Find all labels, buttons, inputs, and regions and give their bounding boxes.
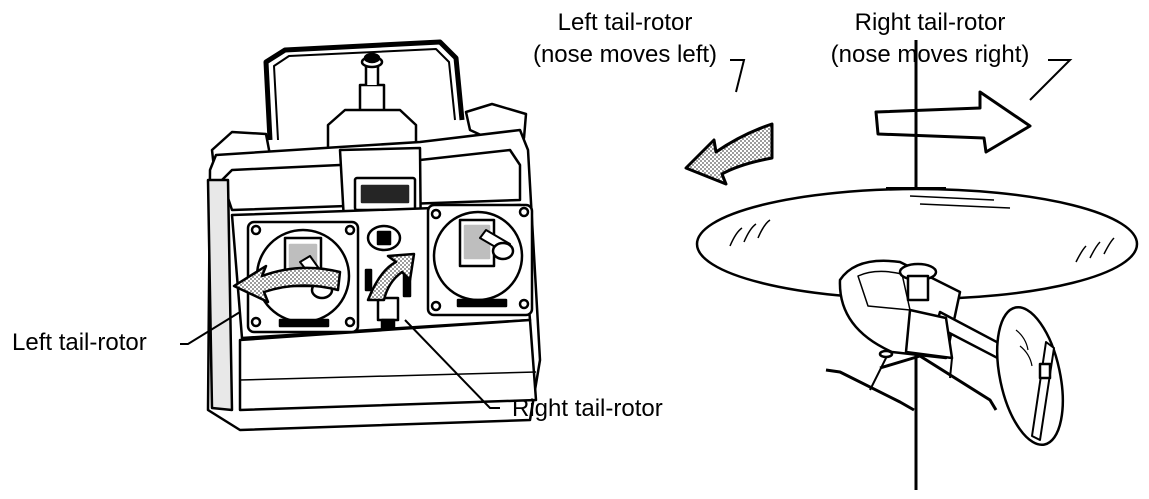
leader-left-top <box>730 59 746 93</box>
label-left-bottom: Left tail-rotor <box>12 329 147 356</box>
helicopter-illustration <box>695 40 1139 490</box>
label-right-bottom: Right tail-rotor <box>512 395 663 422</box>
arrow-right-large-icon <box>874 90 1032 154</box>
leader-right-top <box>1029 59 1073 101</box>
leader-left-bottom <box>180 311 241 345</box>
label-left-top-line1: Left tail-rotor <box>557 9 693 36</box>
label-right-top-line2: (nose moves right) <box>830 41 1030 68</box>
label-left-top-line2: (nose moves left) <box>532 41 718 68</box>
transmitter-illustration <box>206 39 542 432</box>
leader-right-bottom <box>404 319 500 409</box>
label-right-top-line1: Right tail-rotor <box>854 9 1006 36</box>
curved-arrow-right-icon <box>366 252 416 302</box>
curved-arrow-left-icon <box>232 264 342 304</box>
curved-arrow-left-large-icon <box>684 122 774 186</box>
